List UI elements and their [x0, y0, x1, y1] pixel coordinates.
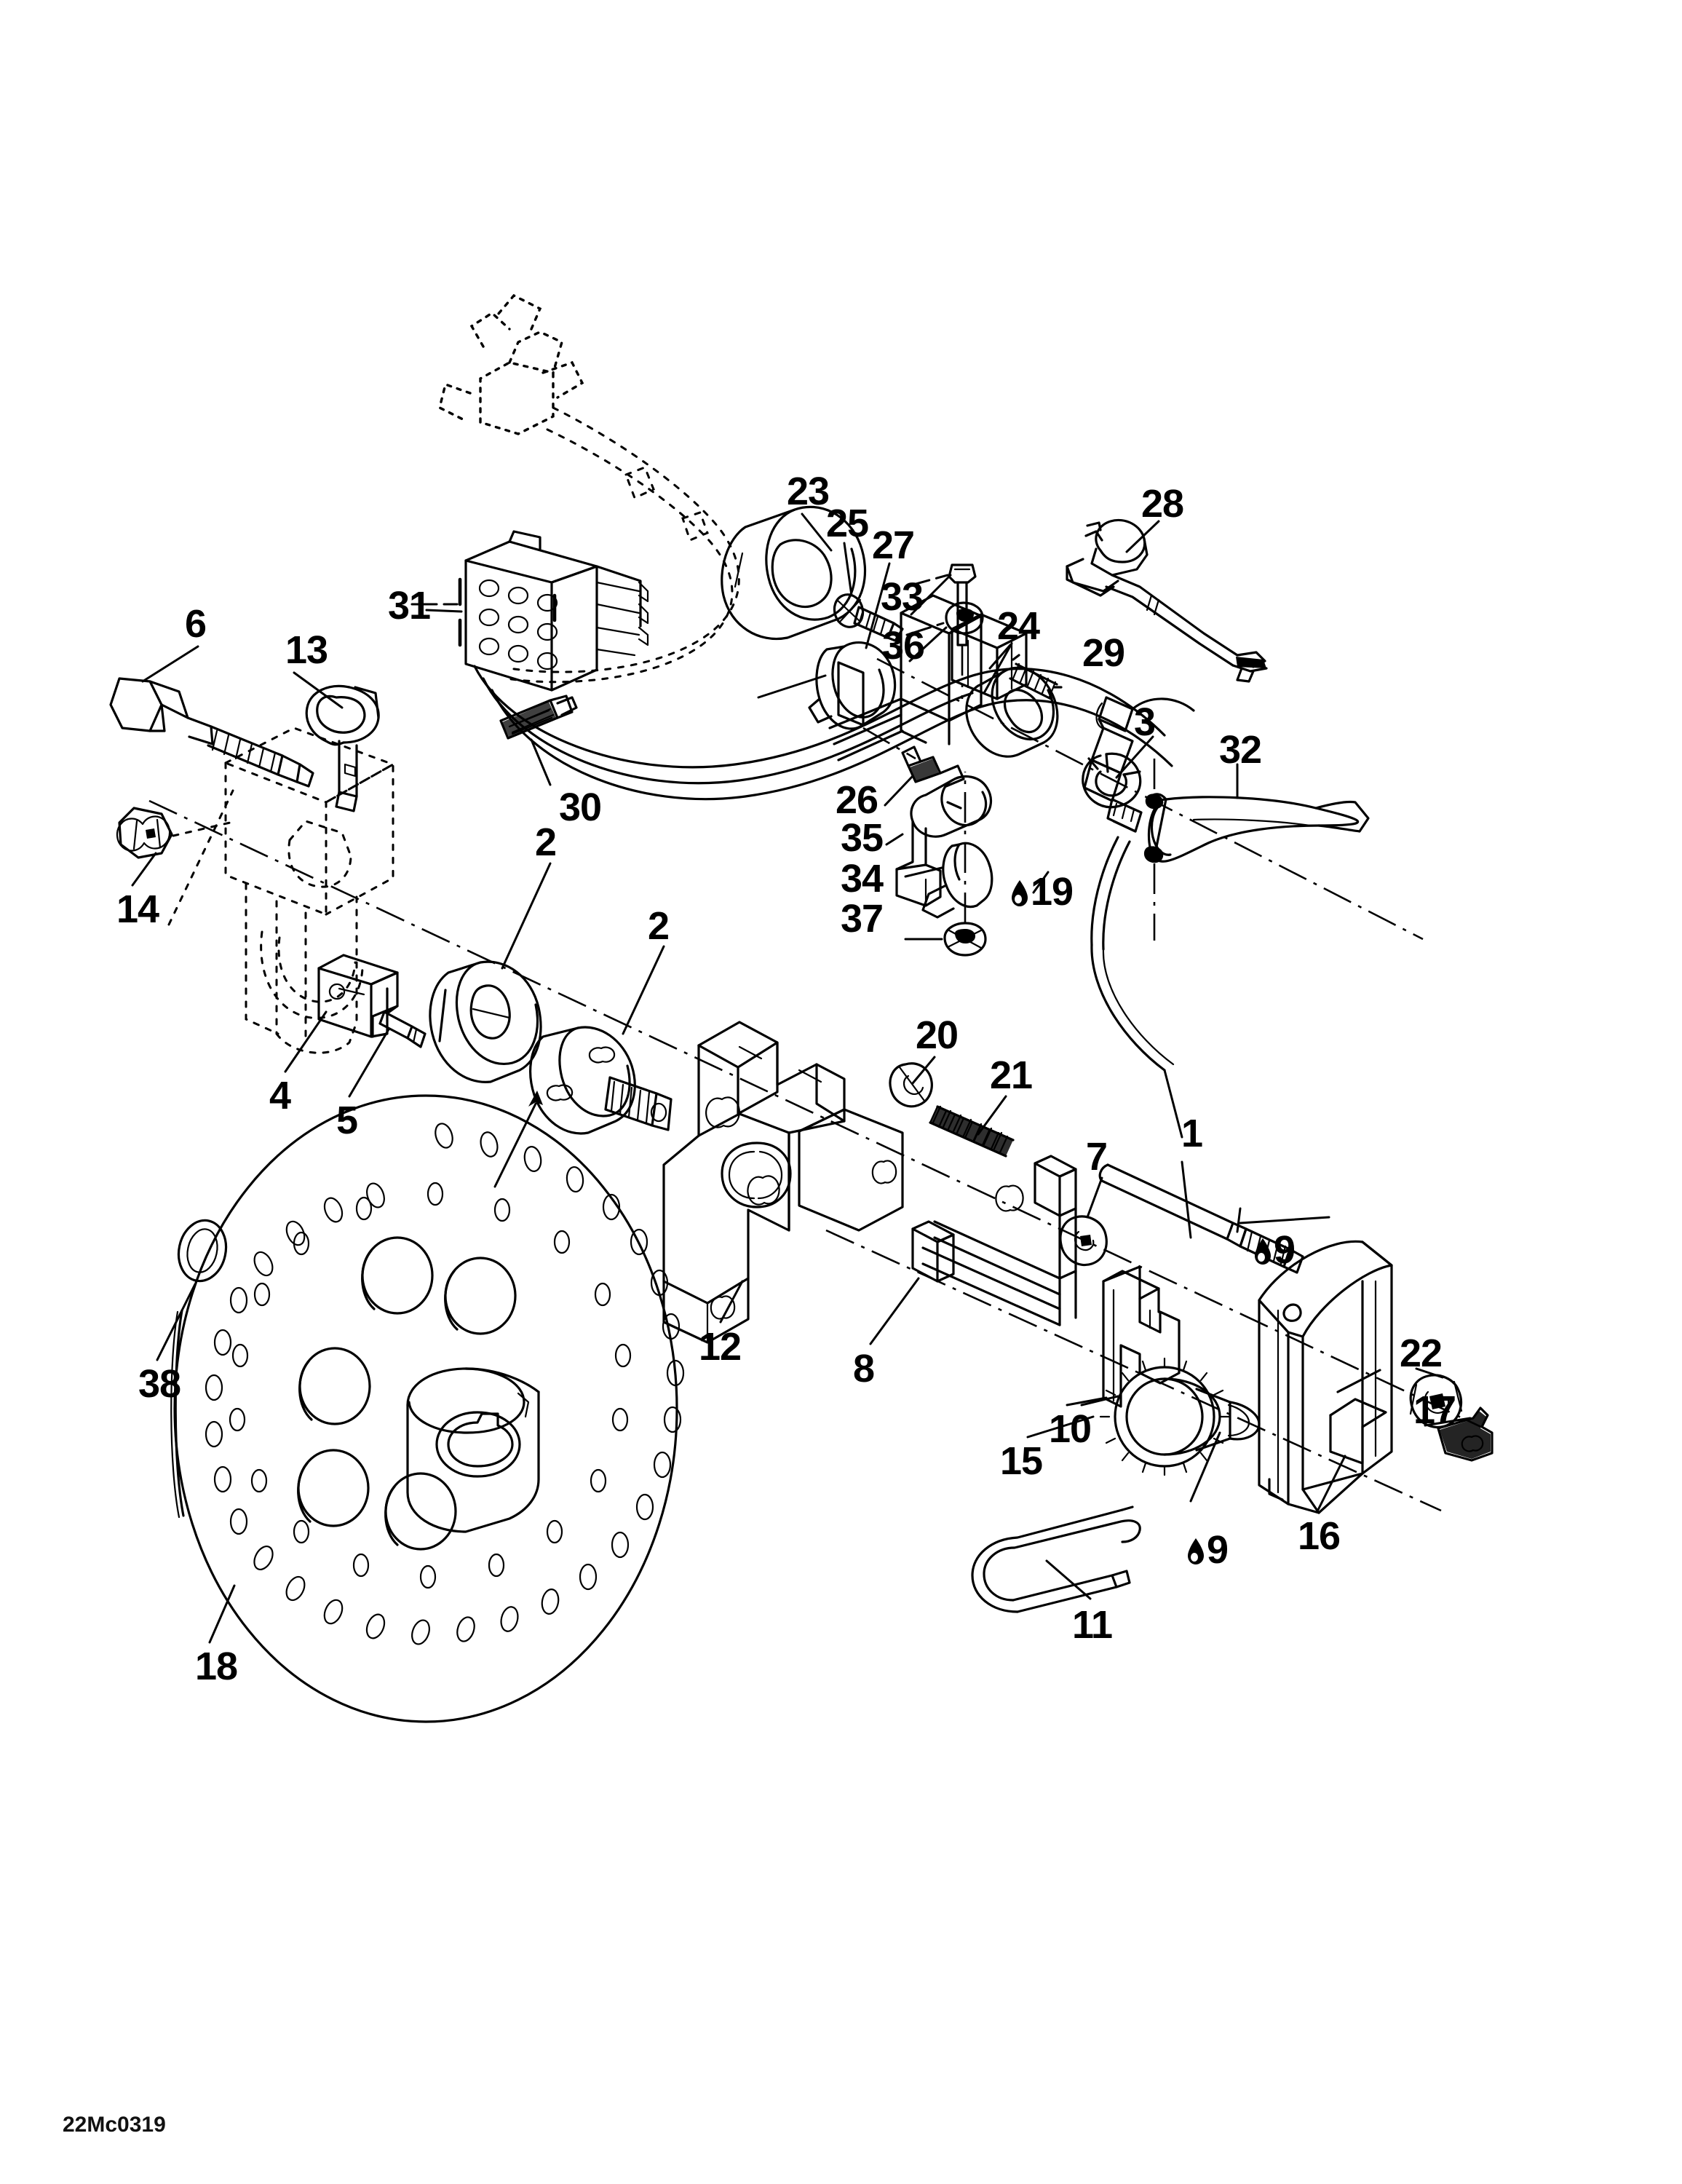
callout-13: 13 [285, 628, 328, 672]
callout-26: 26 [836, 778, 878, 822]
callout-2b: 2 [648, 904, 670, 948]
callout-32: 32 [1219, 728, 1262, 772]
callout-12: 12 [699, 1325, 742, 1369]
tension-spring-art [1009, 654, 1063, 700]
lever-latch-art [904, 842, 993, 919]
callout-11: 11 [1072, 1603, 1113, 1647]
callout-33: 33 [881, 575, 924, 619]
callout-17: 17 [1413, 1388, 1456, 1432]
callout-31: 31 [388, 584, 431, 628]
brake-puck-outer-art [429, 960, 542, 1083]
push-rod-art [1098, 1163, 1330, 1274]
flange-nut-7-art [1059, 1215, 1108, 1267]
brake-puck-inner-art [493, 1026, 673, 1188]
callout-20: 20 [916, 1013, 959, 1057]
hex-bolt-art [109, 677, 314, 788]
lock-washer-art [904, 772, 987, 957]
grease-drop-icon [1188, 1538, 1204, 1564]
pin-lever-pivot-art [884, 745, 965, 807]
callout-19-label: 19 [1031, 870, 1074, 914]
callout-29: 29 [1082, 631, 1125, 675]
brake-disc-art [170, 1094, 685, 1723]
callout-30: 30 [559, 786, 602, 829]
callout-25: 25 [826, 502, 869, 545]
callout-9a: 9 [1253, 1228, 1296, 1272]
callout-7: 7 [1086, 1135, 1108, 1179]
callout-27: 27 [872, 523, 915, 567]
callout-3: 3 [1134, 700, 1156, 744]
callout-34: 34 [841, 857, 884, 901]
callout-22: 22 [1400, 1332, 1443, 1375]
callout-37: 37 [841, 897, 884, 941]
callout-38: 38 [138, 1362, 181, 1406]
retaining-wire-clip-art [971, 1506, 1141, 1613]
callout-35: 35 [841, 816, 884, 860]
caliper-body-art [662, 1021, 904, 1344]
callout-6: 6 [185, 602, 207, 646]
cover-flange-nut-art [1409, 1374, 1463, 1429]
callout-14: 14 [116, 887, 159, 931]
cable-bracket-art [317, 954, 399, 1038]
callout-8: 8 [853, 1347, 875, 1390]
spring-retainer-clip-art [889, 1062, 933, 1108]
callout-28: 28 [1141, 482, 1184, 526]
brake-light-switch-art [1066, 518, 1268, 683]
callout-23: 23 [787, 470, 830, 513]
callout-36: 36 [882, 624, 925, 668]
callout-24: 24 [997, 604, 1040, 648]
callout-1: 1 [1181, 1112, 1203, 1155]
callout-10: 10 [1049, 1407, 1092, 1451]
harness-connector-art [458, 530, 1173, 801]
callout-4: 4 [269, 1074, 291, 1117]
phantom-wiring-harness-art [438, 293, 740, 684]
callout-18: 18 [195, 1645, 238, 1688]
callout-9b: 9 [1186, 1528, 1229, 1572]
compression-spring-art [929, 1105, 1015, 1158]
o-ring-art [177, 1219, 228, 1283]
callout-15: 15 [1000, 1439, 1043, 1483]
callout-19: 19 [1010, 870, 1074, 914]
flat-washer-art [945, 601, 984, 635]
brake-cover-housing-art [1258, 1240, 1393, 1514]
callout-9b-label: 9 [1207, 1528, 1229, 1572]
callout-5: 5 [336, 1099, 358, 1142]
flange-lock-nut-art [116, 807, 173, 859]
callout-16: 16 [1298, 1514, 1341, 1558]
callout-9a-label: 9 [1274, 1228, 1296, 1272]
bracket-screw-art [378, 1010, 427, 1048]
brake-lever-art [1143, 759, 1370, 941]
pivot-link-art [885, 775, 993, 907]
grease-drop-icon [1012, 880, 1028, 906]
cable-tie-art [499, 695, 578, 740]
adjuster-gear-art [1066, 1357, 1261, 1503]
callout-2a: 2 [535, 820, 557, 864]
grease-drop-icon [1255, 1238, 1271, 1265]
diagram-code-footer: 22Mc0319 [63, 2113, 166, 2137]
brake-link-plate-art [911, 1155, 1077, 1326]
clip-fastener-art [1437, 1406, 1493, 1462]
callout-21: 21 [990, 1053, 1033, 1097]
